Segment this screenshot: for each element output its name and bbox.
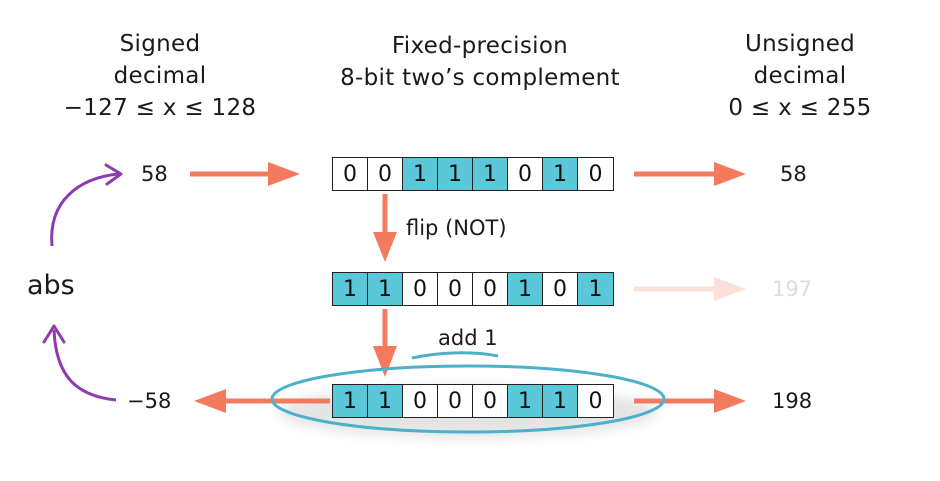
abs-label: abs xyxy=(27,270,75,301)
bit-cell: 0 xyxy=(473,273,508,305)
twos-complement-header: Fixed-precision 8-bit two’s complement xyxy=(320,30,640,94)
add-one-underline xyxy=(411,351,499,360)
bit-cell: 1 xyxy=(333,385,368,417)
bit-cell: 0 xyxy=(438,385,473,417)
arrow-flip-down xyxy=(373,194,397,262)
unsigned-decimal-header: Unsigned decimal 0 ≤ x ≤ 255 xyxy=(680,28,920,124)
arrow-signed-to-bits xyxy=(190,162,300,186)
arrow-add-down xyxy=(373,309,397,377)
signed-value-minus-58: −58 xyxy=(127,389,172,413)
header-line: 8-bit two’s complement xyxy=(340,65,620,91)
arrow-bits-to-unsigned-row1 xyxy=(634,162,746,186)
header-line: decimal xyxy=(753,63,847,89)
header-line: decimal xyxy=(113,63,207,89)
arrow-bits-to-unsigned-row2-faded xyxy=(634,277,746,301)
bit-cell: 1 xyxy=(578,273,613,305)
bit-cell: 0 xyxy=(473,385,508,417)
abs-curve-down-to-minus xyxy=(42,324,117,402)
unsigned-value-198: 198 xyxy=(772,389,813,413)
bit-cell: 0 xyxy=(578,158,613,190)
header-line: Fixed-precision xyxy=(391,33,569,59)
bit-cell: 1 xyxy=(543,385,578,417)
add-one-label: add 1 xyxy=(438,326,498,350)
signed-range: −127 ≤ x ≤ 128 xyxy=(63,95,257,121)
bit-cell: 1 xyxy=(473,158,508,190)
bit-cell: 0 xyxy=(438,273,473,305)
arrow-bits-to-unsigned-row3 xyxy=(634,389,746,413)
unsigned-range: 0 ≤ x ≤ 255 xyxy=(728,95,872,121)
signed-decimal-header: Signed decimal −127 ≤ x ≤ 128 xyxy=(40,28,280,124)
arrow-bits-to-signed xyxy=(194,389,330,413)
bit-cell: 1 xyxy=(403,158,438,190)
bit-cell: 0 xyxy=(578,385,613,417)
bit-cell: 1 xyxy=(543,158,578,190)
bit-cell: 0 xyxy=(403,273,438,305)
bit-cell: 0 xyxy=(508,158,543,190)
bit-cell: 1 xyxy=(333,273,368,305)
bit-cell: 1 xyxy=(438,158,473,190)
flip-not-label: flip (NOT) xyxy=(406,216,507,240)
bit-cell: 1 xyxy=(368,385,403,417)
bit-cell: 0 xyxy=(333,158,368,190)
bit-cell: 0 xyxy=(543,273,578,305)
bit-cell: 1 xyxy=(508,385,543,417)
unsigned-value-58: 58 xyxy=(780,162,807,186)
unsigned-value-197: 197 xyxy=(772,277,813,301)
header-line: Signed xyxy=(119,31,201,57)
signed-value-58: 58 xyxy=(141,162,168,186)
bit-cell: 0 xyxy=(368,158,403,190)
bit-cell: 1 xyxy=(508,273,543,305)
header-line: Unsigned xyxy=(744,31,856,57)
bit-cell: 1 xyxy=(368,273,403,305)
bit-cell: 0 xyxy=(403,385,438,417)
abs-curve-up xyxy=(50,163,123,247)
result-highlight-ellipse xyxy=(270,364,666,434)
